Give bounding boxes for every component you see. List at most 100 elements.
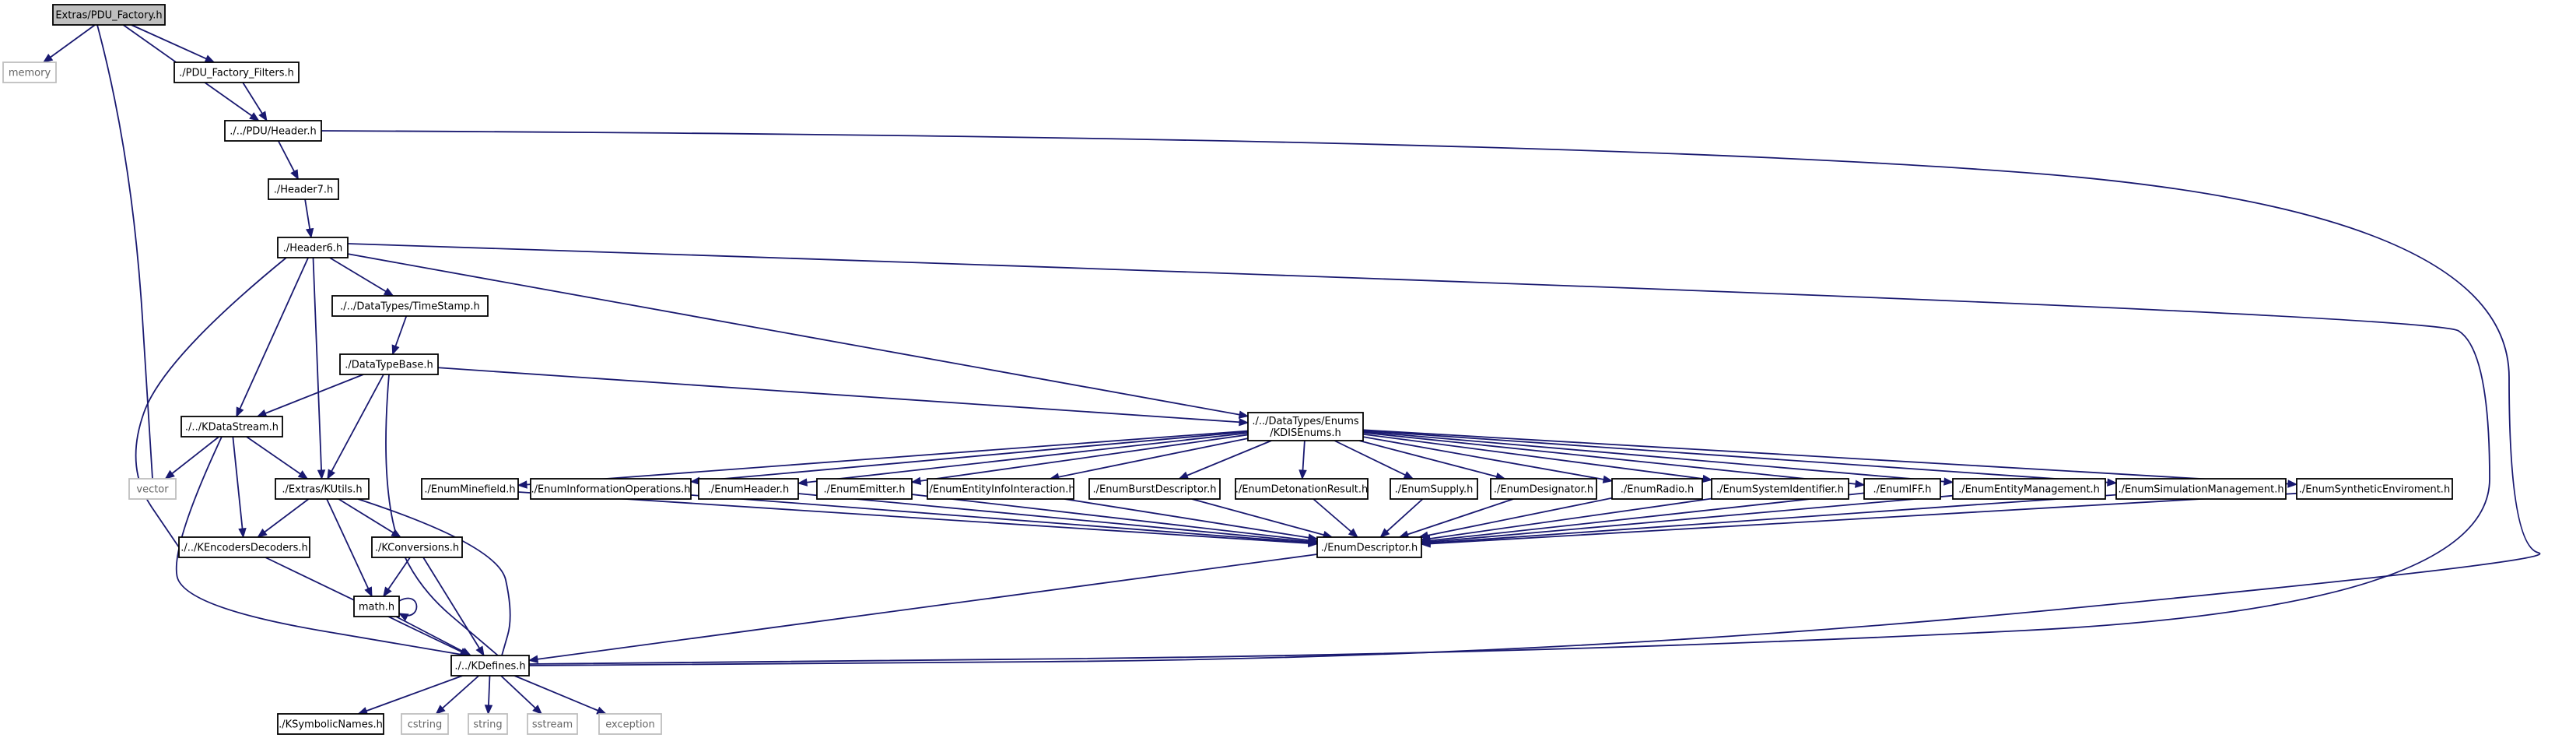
node-sstream: sstream <box>527 713 578 735</box>
edge-arrowhead <box>1379 528 1390 538</box>
node-e_synth[interactable]: ./EnumSyntheticEnviroment.h <box>2296 478 2453 500</box>
node-e_deton[interactable]: ./EnumDetonationResult.h <box>1235 478 1369 500</box>
node-root[interactable]: Extras/PDU_Factory.h <box>52 4 166 26</box>
edge-line <box>528 554 1318 662</box>
edge-kconv-to-math <box>383 557 411 598</box>
node-box <box>52 4 166 26</box>
edge-kdisenums-to-e_deton <box>1299 440 1307 480</box>
edge-line <box>517 430 1249 487</box>
node-e_sysid[interactable]: ./EnumSystemIdentifier.h <box>1711 478 1849 500</box>
edge-line <box>257 498 310 538</box>
node-e_iff[interactable]: ./EnumIFF.h <box>1863 478 1941 500</box>
node-header6[interactable]: ./Header6.h <box>277 237 349 258</box>
node-box <box>128 478 177 500</box>
node-e_emitter[interactable]: ./EnumEmitter.h <box>816 478 913 500</box>
edge-line <box>312 257 323 480</box>
edge-kdatastream-to-kutils <box>246 436 309 480</box>
edge-arrowhead <box>1702 474 1713 483</box>
node-datatypebase[interactable]: ./DataTypeBase.h <box>339 353 439 375</box>
node-box <box>2115 478 2287 500</box>
edge-line <box>1362 431 1865 486</box>
edge-root-to-memory <box>42 24 96 63</box>
edge-arrowhead <box>249 112 260 121</box>
node-label: ./EnumDetonationResult.h <box>1235 484 1369 496</box>
edge-arrowhead <box>1855 480 1866 488</box>
node-e_simmgmt[interactable]: ./EnumSimulationManagement.h <box>2115 478 2287 500</box>
edge-kutils-to-math <box>326 498 373 598</box>
node-e_minefield[interactable]: ./EnumMinefield.h <box>421 478 519 500</box>
node-e_entityinfo[interactable]: ./EnumEntityInfoInteraction.h <box>926 478 1075 500</box>
edge-line <box>1179 440 1272 480</box>
edge-arrowhead <box>435 705 446 715</box>
node-e_radio[interactable]: ./EnumRadio.h <box>1611 478 1703 500</box>
edge-line <box>1421 494 2117 545</box>
edge-line <box>1050 438 1249 480</box>
node-label: exception <box>605 719 655 731</box>
node-box <box>277 237 349 258</box>
edge-arrowhead <box>297 470 309 480</box>
node-kdatastream[interactable]: ./../KDataStream.h <box>180 416 283 438</box>
edge-line <box>797 432 1249 484</box>
node-e_burst[interactable]: ./EnumBurstDescriptor.h <box>1088 478 1221 500</box>
edge-line <box>357 498 511 656</box>
node-e_supply[interactable]: ./EnumSupply.h <box>1390 478 1478 500</box>
node-box <box>698 478 799 500</box>
edge-line <box>43 24 96 63</box>
node-kutils[interactable]: ./Extras/KUtils.h <box>275 478 370 500</box>
edge-line <box>1358 440 1505 480</box>
edge-line <box>1399 498 1514 538</box>
node-box <box>268 178 339 200</box>
edge-line <box>358 675 463 715</box>
node-exception: exception <box>598 713 662 735</box>
node-box <box>277 713 384 735</box>
node-box <box>275 478 370 500</box>
node-kdisenums[interactable]: ./../DataTypes/Enums/KDISEnums.h <box>1247 412 1364 441</box>
edge-kdisenums-to-e_burst <box>1178 440 1272 480</box>
node-e_header[interactable]: ./EnumHeader.h <box>698 478 799 500</box>
node-header7[interactable]: ./Header7.h <box>268 178 339 200</box>
edge-line <box>1421 492 2297 546</box>
node-label: ./EnumEntityManagement.h <box>1958 484 2100 496</box>
node-kdefines[interactable]: ./../KDefines.h <box>450 655 530 676</box>
node-filters[interactable]: ./PDU_Factory_Filters.h <box>173 62 300 83</box>
node-box <box>1490 478 1597 500</box>
node-box <box>2296 478 2453 500</box>
node-label: ./DataTypeBase.h <box>345 360 433 371</box>
edge-header7-to-header6 <box>304 199 314 239</box>
node-kconv[interactable]: ./KConversions.h <box>371 536 463 558</box>
edge-arrowhead <box>257 528 268 538</box>
edge-line <box>131 24 215 63</box>
node-timestamp[interactable]: ./../DataTypes/TimeStamp.h <box>331 295 489 317</box>
edge-arrowhead <box>1239 417 1249 427</box>
edge-line <box>326 498 373 597</box>
edge-kutils-to-kdefines <box>357 498 511 656</box>
node-box <box>816 478 913 500</box>
edge-line <box>1313 498 1358 538</box>
edge-arrowhead <box>290 169 299 181</box>
node-math[interactable]: math.h <box>353 596 400 617</box>
node-e_infoops[interactable]: ./EnumInformationOperations.h <box>530 478 692 500</box>
edge-e_deton-to-enumdesc <box>1313 498 1358 538</box>
node-box <box>927 478 1074 500</box>
edge-math-to-math <box>398 597 418 621</box>
node-box <box>224 120 322 142</box>
node-label: ./EnumSimulationManagement.h <box>2118 484 2283 496</box>
node-enc[interactable]: ./../KEncodersDecoders.h <box>178 536 310 558</box>
edge-arrowhead <box>317 469 326 480</box>
node-label: ./EnumIFF.h <box>1873 484 1932 496</box>
node-enumdesc[interactable]: ./EnumDescriptor.h <box>1316 536 1422 558</box>
edge-arrowhead <box>1348 528 1358 538</box>
node-e_designator[interactable]: ./EnumDesignator.h <box>1490 478 1597 500</box>
edge-arrowhead <box>1420 539 1431 548</box>
node-pduheader[interactable]: ./../PDU/Header.h <box>224 120 322 142</box>
edge-kdefines-to-exception <box>513 675 608 715</box>
node-box <box>1863 478 1941 500</box>
node-ksym[interactable]: ./KSymbolicNames.h <box>277 713 384 735</box>
edge-line <box>96 24 153 480</box>
node-label: memory <box>9 68 51 79</box>
node-label: ./EnumEntityInfoInteraction.h <box>926 484 1074 496</box>
node-e_entmgmt[interactable]: ./EnumEntityManagement.h <box>1952 478 2106 500</box>
edge-arrowhead <box>1299 469 1307 480</box>
edge-datatypebase-to-kdatastream <box>256 374 364 417</box>
